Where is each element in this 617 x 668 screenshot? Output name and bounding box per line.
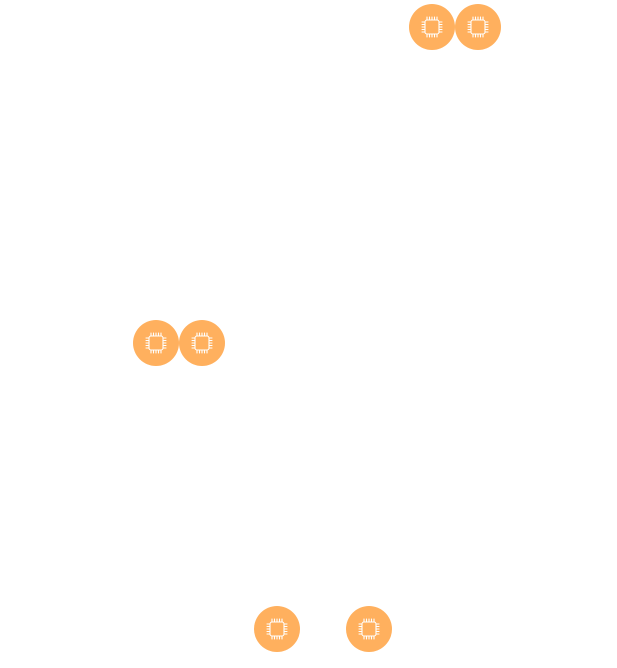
- chip-node[interactable]: [346, 606, 392, 652]
- cpu-chip-icon: [465, 14, 491, 40]
- cpu-chip-icon: [143, 330, 169, 356]
- chip-node[interactable]: [409, 4, 455, 50]
- cpu-chip-icon: [356, 616, 382, 642]
- chip-node[interactable]: [179, 320, 225, 366]
- cpu-chip-icon: [264, 616, 290, 642]
- cpu-chip-icon: [419, 14, 445, 40]
- chip-node[interactable]: [254, 606, 300, 652]
- chip-node[interactable]: [455, 4, 501, 50]
- cpu-chip-icon: [189, 330, 215, 356]
- chip-node[interactable]: [133, 320, 179, 366]
